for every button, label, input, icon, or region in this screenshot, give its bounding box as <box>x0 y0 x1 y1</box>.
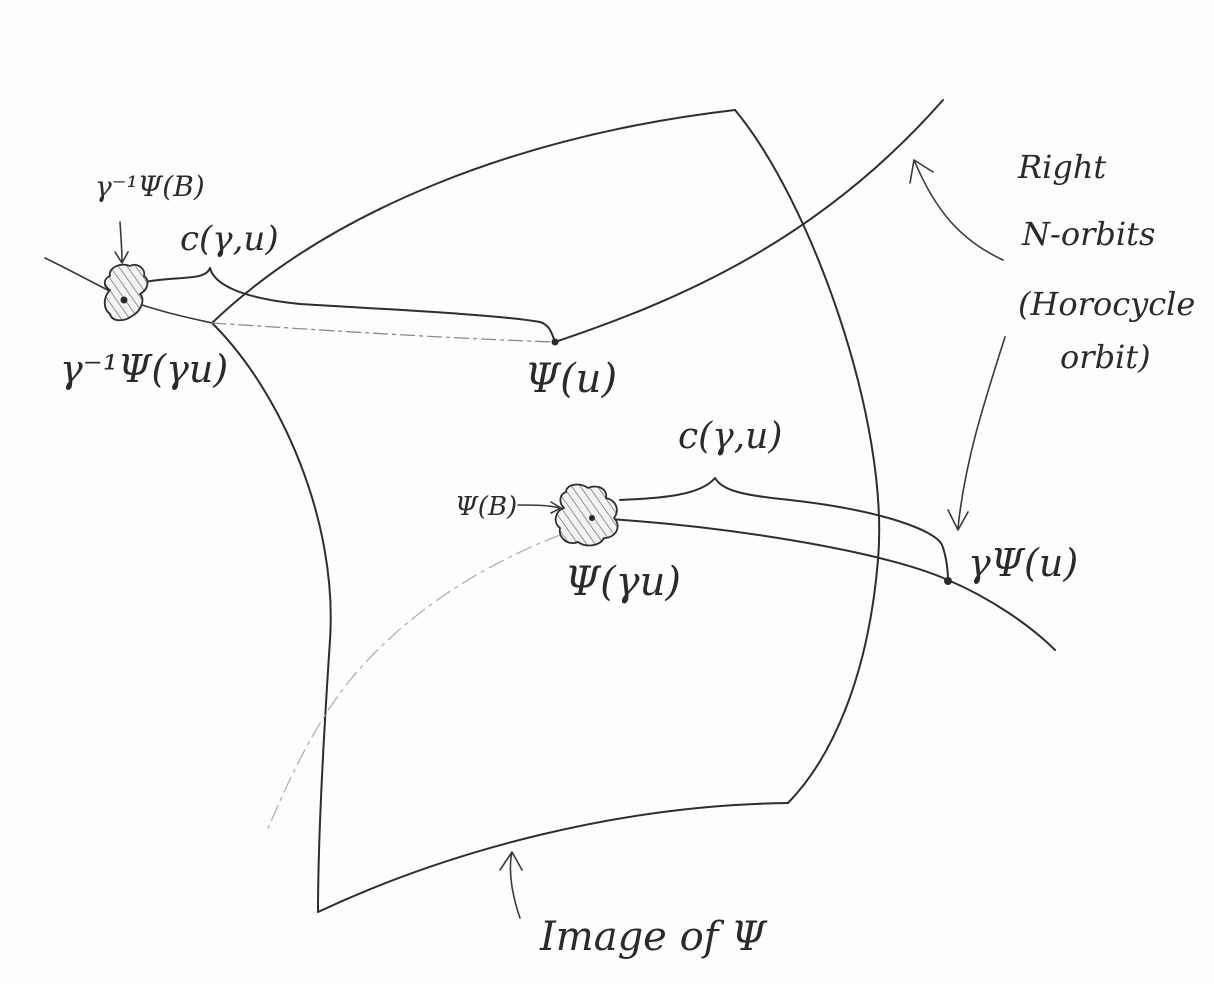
orbit-arrows <box>499 159 1006 919</box>
image-of-psi-label: Image of Ψ <box>539 914 768 960</box>
psi-B-blob <box>554 483 619 547</box>
surface-image-of-psi <box>211 109 881 913</box>
psi-u-label: Ψ(u) <box>525 356 617 402</box>
inv-psi-B-label: γ⁻¹Ψ(B) <box>95 170 205 203</box>
gamma-psi-u-point <box>944 577 952 585</box>
inv-psi-gamma-u-point <box>120 296 128 304</box>
psi-B-region <box>517 483 619 547</box>
middle-brace <box>619 477 949 581</box>
gamma-psi-u-label: γΨ(u) <box>968 541 1078 585</box>
image-of-psi-arrow <box>499 851 523 919</box>
inv-psi-B-region <box>103 221 149 322</box>
top-orbit-hidden-segment <box>211 322 556 343</box>
c-mid-label: c(γ,u) <box>678 416 782 457</box>
psi-B-arrow <box>517 501 562 514</box>
inv-psi-gamma-u-label: γ⁻¹Ψ(γu) <box>60 347 228 391</box>
right-orbits-label-2: N-orbits <box>1021 215 1155 253</box>
right-orbits-label-1: Right <box>1017 148 1106 186</box>
psi-gamma-u-label: Ψ(γu) <box>565 559 681 605</box>
surface-bottom-edge <box>317 802 789 913</box>
top-orbit-curve <box>554 99 944 343</box>
right-orbits-arrow-top <box>909 159 1004 261</box>
c-top-label: c(γ,u) <box>180 219 279 259</box>
surface-right-edge <box>734 109 881 804</box>
right-orbits-arrow-bottom <box>947 336 1006 531</box>
inv-psi-B-blob <box>103 263 149 322</box>
middle-orbit <box>267 477 1056 829</box>
inv-psi-B-arrow <box>114 221 129 264</box>
right-orbits-label-4: orbit) <box>1060 338 1151 376</box>
surface-top-edge <box>211 109 736 324</box>
middle-orbit-curve <box>591 517 1056 651</box>
middle-orbit-hidden-segment <box>267 534 561 829</box>
psi-gamma-u-point <box>589 515 595 521</box>
psi-B-label: Ψ(B) <box>455 492 517 522</box>
top-brace <box>139 267 556 343</box>
right-orbits-label-3: (Horocycle <box>1018 285 1195 323</box>
psi-u-point <box>551 338 559 346</box>
surface-left-edge <box>211 322 332 913</box>
